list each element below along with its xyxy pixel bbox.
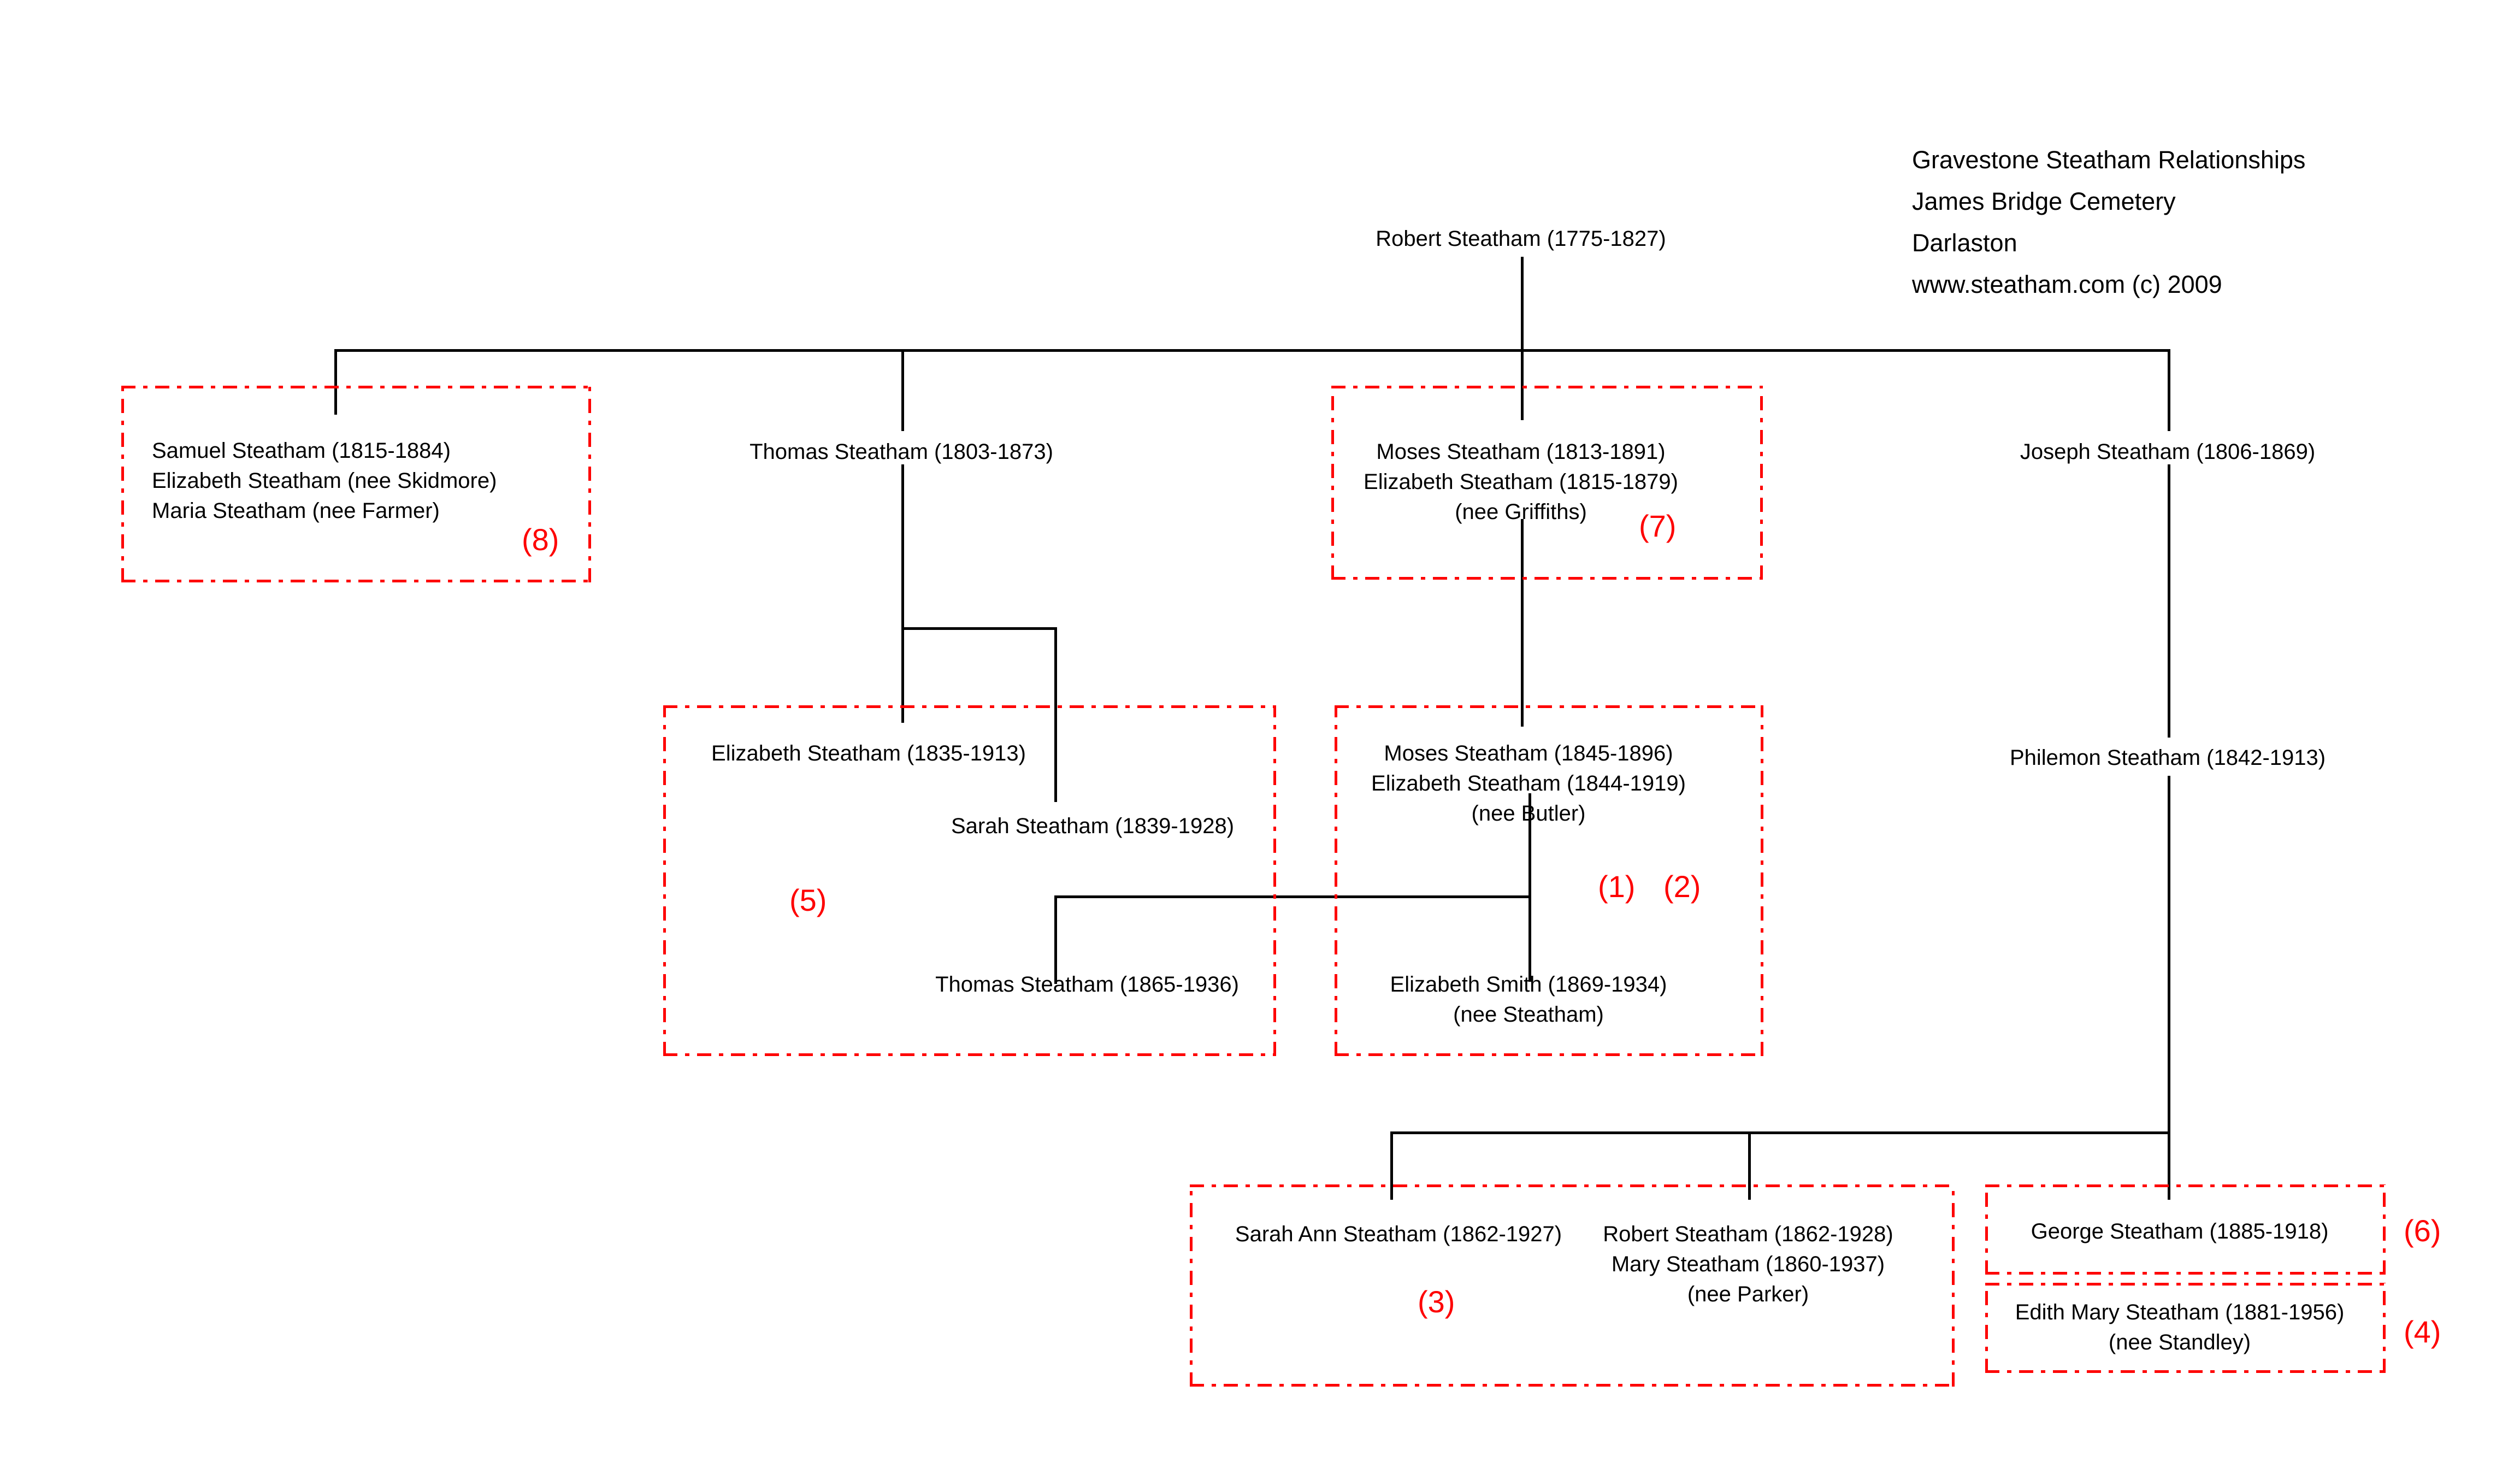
node-group-samuel-steatham: Samuel Steatham (1815-1884) Elizabeth St… <box>152 436 497 526</box>
node-thomas-steatham-1803: Thomas Steatham (1803-1873) <box>749 440 1053 464</box>
node-elizabeth-steatham-1815: Elizabeth Steatham (1815-1879) <box>1364 470 1678 494</box>
gravestone-box-3 <box>1190 1184 1955 1387</box>
node-elizabeth-steatham-skidmore: Elizabeth Steatham (nee Skidmore) <box>152 469 497 493</box>
node-thomas-steatham-1865: Thomas Steatham (1865-1936) <box>935 972 1239 997</box>
ref-number-3: (3) <box>1418 1284 1455 1319</box>
node-sarah-ann-steatham-1862: Sarah Ann Steatham (1862-1927) <box>1235 1222 1562 1246</box>
connector-moses1813-drop <box>1521 349 1524 420</box>
node-group-moses-steatham-1845: Moses Steatham (1845-1896) Elizabeth Ste… <box>1371 739 1686 829</box>
node-nee-griffiths: (nee Griffiths) <box>1455 500 1587 524</box>
connector-joseph-to-philemon <box>2168 464 2170 738</box>
ref-number-4: (4) <box>2404 1314 2441 1349</box>
connector-thomas1803-children-bus <box>901 627 1057 630</box>
gravestone-box-6 <box>1985 1184 2386 1275</box>
node-group-robert-steatham-1862: Robert Steatham (1862-1928) Mary Steatha… <box>1603 1219 1893 1310</box>
connector-robert1862-drop <box>1748 1131 1751 1200</box>
gravestone-box-1-2 <box>1335 705 1763 1056</box>
connector-philemon-drop <box>2168 776 2170 1134</box>
gravestone-box-7 <box>1331 386 1763 580</box>
node-philemon-steatham-1842: Philemon Steatham (1842-1913) <box>2009 746 2326 770</box>
connector-generation4-bus <box>1390 1131 2170 1134</box>
node-group-elizabeth-smith: Elizabeth Smith (1869-1934) (nee Steatha… <box>1390 970 1667 1030</box>
node-elizabeth-steatham-1835: Elizabeth Steatham (1835-1913) <box>711 741 1026 765</box>
title-line-2: James Bridge Cemetery <box>1912 187 2176 215</box>
connector-thomas1803-drop <box>901 349 904 431</box>
title-block: Gravestone Steatham Relationships James … <box>1912 139 2305 305</box>
node-robert-steatham-1862: Robert Steatham (1862-1928) <box>1603 1222 1893 1246</box>
ref-number-1: (1) <box>1598 869 1636 904</box>
ref-number-2: (2) <box>1663 869 1701 904</box>
node-moses-steatham-1845: Moses Steatham (1845-1896) <box>1384 741 1673 765</box>
connector-george1885-drop <box>2168 1131 2170 1200</box>
node-sarah-steatham-1839: Sarah Steatham (1839-1928) <box>951 814 1235 838</box>
connector-marriage-bar <box>1054 895 1531 898</box>
node-edith-mary-steatham-1881: Edith Mary Steatham (1881-1956) <box>2015 1300 2345 1324</box>
gravestone-box-8 <box>121 386 591 582</box>
node-group-moses-steatham-1813: Moses Steatham (1813-1891) Elizabeth Ste… <box>1364 437 1678 527</box>
ref-number-5: (5) <box>789 883 827 917</box>
node-elizabeth-smith-1869: Elizabeth Smith (1869-1934) <box>1390 972 1667 997</box>
gravestone-box-4 <box>1985 1283 2386 1373</box>
connector-elizabeth1835-drop <box>901 627 904 723</box>
node-maria-steatham-farmer: Maria Steatham (nee Farmer) <box>152 499 440 523</box>
node-mary-steatham-1860: Mary Steatham (1860-1937) <box>1611 1252 1885 1276</box>
node-nee-butler: (nee Butler) <box>1471 801 1586 826</box>
node-elizabeth-steatham-1844: Elizabeth Steatham (1844-1919) <box>1371 771 1686 795</box>
connector-thomas1803-children-drop <box>901 464 904 628</box>
connector-moses1813-to-moses1845 <box>1521 519 1524 727</box>
node-group-edith-mary-steatham: Edith Mary Steatham (1881-1956) (nee Sta… <box>2015 1298 2345 1358</box>
node-moses-steatham-1813: Moses Steatham (1813-1891) <box>1376 440 1666 464</box>
connector-generation2-bus <box>334 349 2170 352</box>
connector-samuel-drop <box>334 349 337 415</box>
connector-sarahann-drop <box>1390 1131 1393 1200</box>
ref-number-6: (6) <box>2404 1213 2441 1248</box>
node-nee-steatham: (nee Steatham) <box>1453 1003 1604 1027</box>
title-line-3: Darlaston <box>1912 229 2017 257</box>
node-samuel-steatham-1815: Samuel Steatham (1815-1884) <box>152 439 451 463</box>
node-nee-standley: (nee Standley) <box>2108 1330 2251 1354</box>
ref-number-8: (8) <box>522 522 559 557</box>
connector-robert-drop <box>1521 257 1524 351</box>
gravestone-box-5 <box>663 705 1276 1056</box>
node-george-steatham-1885: George Steatham (1885-1918) <box>2031 1219 2329 1243</box>
node-robert-steatham-1775: Robert Steatham (1775-1827) <box>1376 227 1666 251</box>
node-nee-parker: (nee Parker) <box>1687 1282 1809 1306</box>
title-line-4: www.steatham.com (c) 2009 <box>1912 270 2222 298</box>
node-joseph-steatham-1806: Joseph Steatham (1806-1869) <box>2020 440 2316 464</box>
connector-joseph1806-drop <box>2168 349 2170 431</box>
title-line-1: Gravestone Steatham Relationships <box>1912 146 2306 174</box>
ref-number-7: (7) <box>1639 509 1677 543</box>
